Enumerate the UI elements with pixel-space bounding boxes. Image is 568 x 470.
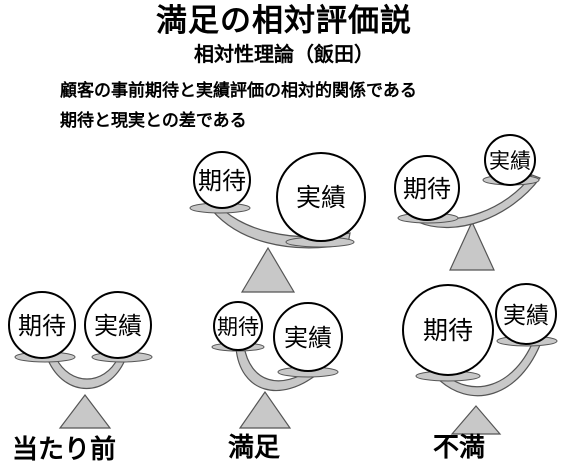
balance-scale-top-left: 期待 実績 — [189, 151, 366, 293]
expectation-circle — [8, 291, 76, 359]
performance-label: 実績 — [503, 303, 549, 329]
performance-circle — [273, 302, 343, 372]
scale-fulcrum — [449, 220, 495, 271]
performance-circle — [495, 283, 557, 345]
expectation-circle — [394, 155, 460, 221]
performance-label: 実績 — [296, 183, 346, 212]
scale-fulcrum — [58, 394, 112, 429]
expectation-circle — [213, 301, 263, 351]
expectation-circle — [402, 284, 494, 376]
description-line-1: 顧客の事前期待と実績評価の相対的関係である — [60, 81, 417, 101]
scale-fulcrum — [450, 405, 502, 435]
performance-label: 実績 — [94, 312, 142, 340]
expectation-label: 期待 — [423, 316, 473, 345]
balance-scale-atarimae: 期待 実績 — [8, 291, 153, 429]
caption-fuman: 不満 — [433, 433, 486, 463]
balance-scale-top-right: 期待 実績 — [394, 134, 541, 271]
performance-circle — [484, 134, 536, 186]
expectation-label: 期待 — [198, 167, 246, 195]
performance-circle — [84, 291, 152, 359]
scale-fulcrum — [240, 246, 296, 293]
scale-fulcrum — [238, 390, 292, 429]
expectation-label: 期待 — [403, 175, 451, 203]
scale-beam — [47, 357, 126, 390]
performance-circle — [276, 152, 366, 242]
expectation-label: 期待 — [217, 315, 259, 339]
performance-label: 実績 — [284, 324, 332, 352]
caption-manzoku: 満足 — [228, 433, 281, 463]
description-line-2: 期待と現実との差である — [60, 111, 247, 131]
balance-scale-fuman: 期待 実績 — [402, 283, 558, 435]
diagram-subtitle: 相対性理論（飯田） — [194, 42, 374, 66]
diagram-title: 満足の相対評価説 — [156, 3, 412, 39]
expectation-label: 期待 — [18, 312, 66, 340]
performance-label: 実績 — [489, 149, 531, 173]
caption-atarimae: 当たり前 — [12, 435, 117, 465]
balance-scale-manzoku: 期待 実績 — [211, 301, 343, 429]
expectation-circle — [193, 151, 251, 209]
